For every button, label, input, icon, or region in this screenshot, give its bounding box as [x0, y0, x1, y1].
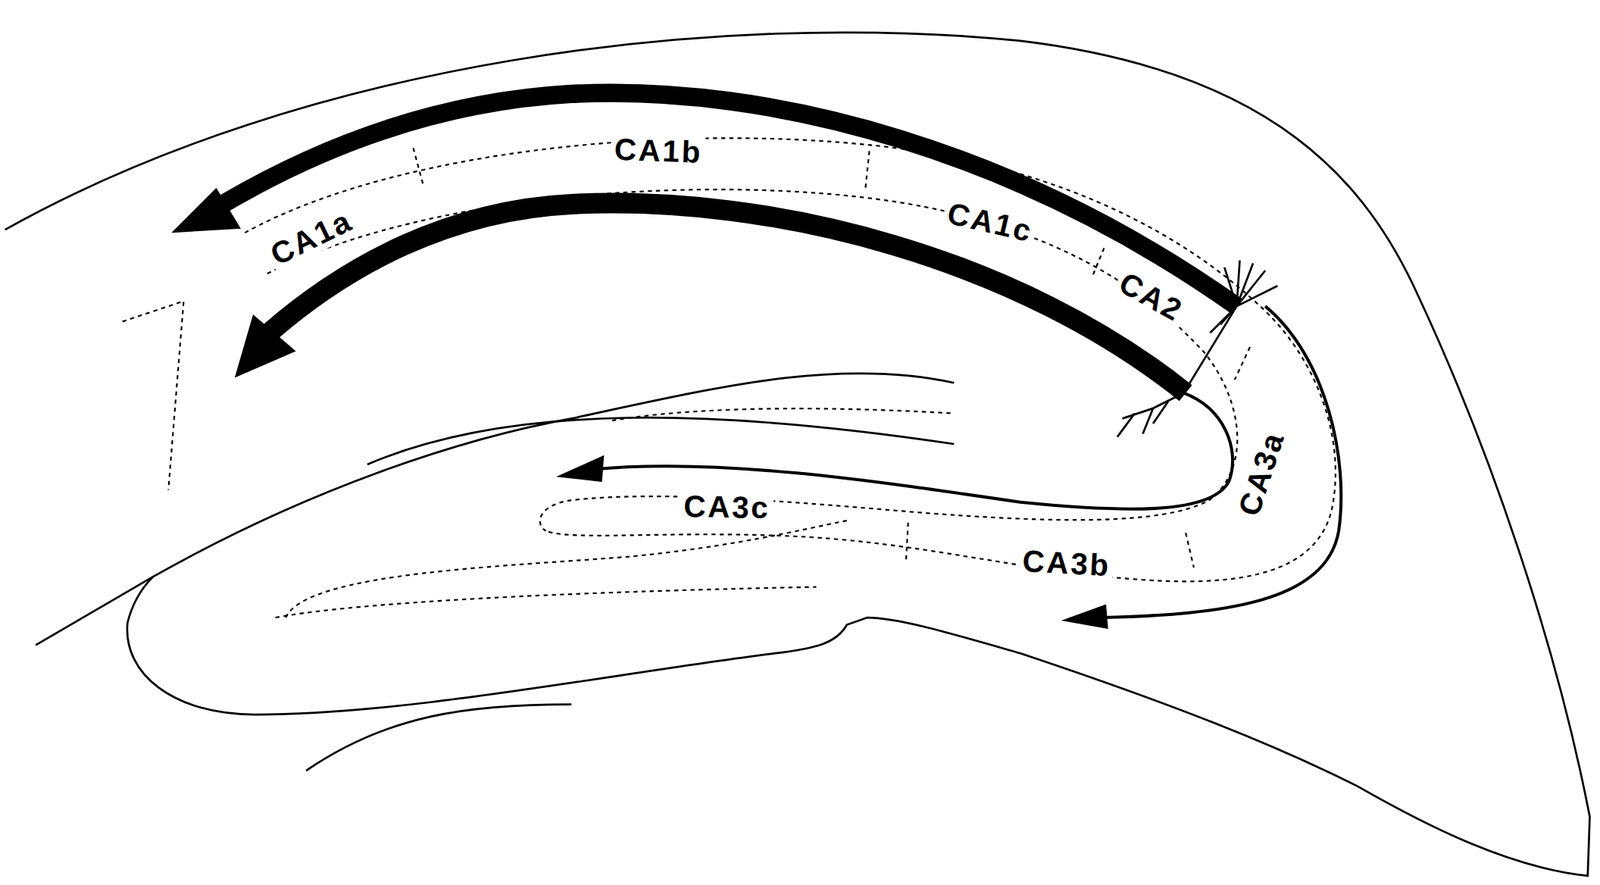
dentate-granule-layer	[275, 587, 817, 618]
dentate-granule-layer	[612, 408, 954, 421]
lower-contour	[306, 704, 572, 772]
subfield-label: CA1c	[940, 196, 1039, 249]
alveus-line	[367, 417, 954, 465]
pyramidal-layer-inner	[267, 189, 1238, 531]
subiculum-border	[122, 300, 185, 490]
subfield-label: CA3b	[1018, 544, 1114, 583]
outer-contour	[5, 32, 1591, 876]
subfield-label: CA1b	[610, 133, 707, 169]
subfield-divider	[1091, 247, 1104, 278]
lower-contour	[35, 373, 954, 646]
subfield-divider	[1234, 346, 1250, 380]
subfield-divider	[412, 147, 423, 186]
arrowhead	[1061, 604, 1109, 629]
subfield-divider	[906, 522, 909, 560]
schaffer-collateral	[270, 203, 1186, 394]
subfield-divider	[1185, 532, 1194, 568]
neuron-dendrites	[1209, 260, 1278, 334]
neuron-dendrites	[1117, 393, 1185, 438]
pyramidal-layer-outer	[244, 137, 1336, 582]
subfield-label: CA3c	[680, 490, 774, 525]
dentate-granule-layer	[285, 520, 847, 618]
arrowhead	[234, 314, 297, 379]
subfield-label: CA1a	[262, 203, 360, 273]
subfield-divider	[865, 150, 869, 190]
neuron-axon	[1183, 306, 1237, 394]
subfield-label: CA3a	[1231, 424, 1291, 523]
mossy-fiber	[1102, 306, 1342, 618]
arrowhead	[556, 455, 604, 482]
arrowhead	[171, 187, 241, 233]
